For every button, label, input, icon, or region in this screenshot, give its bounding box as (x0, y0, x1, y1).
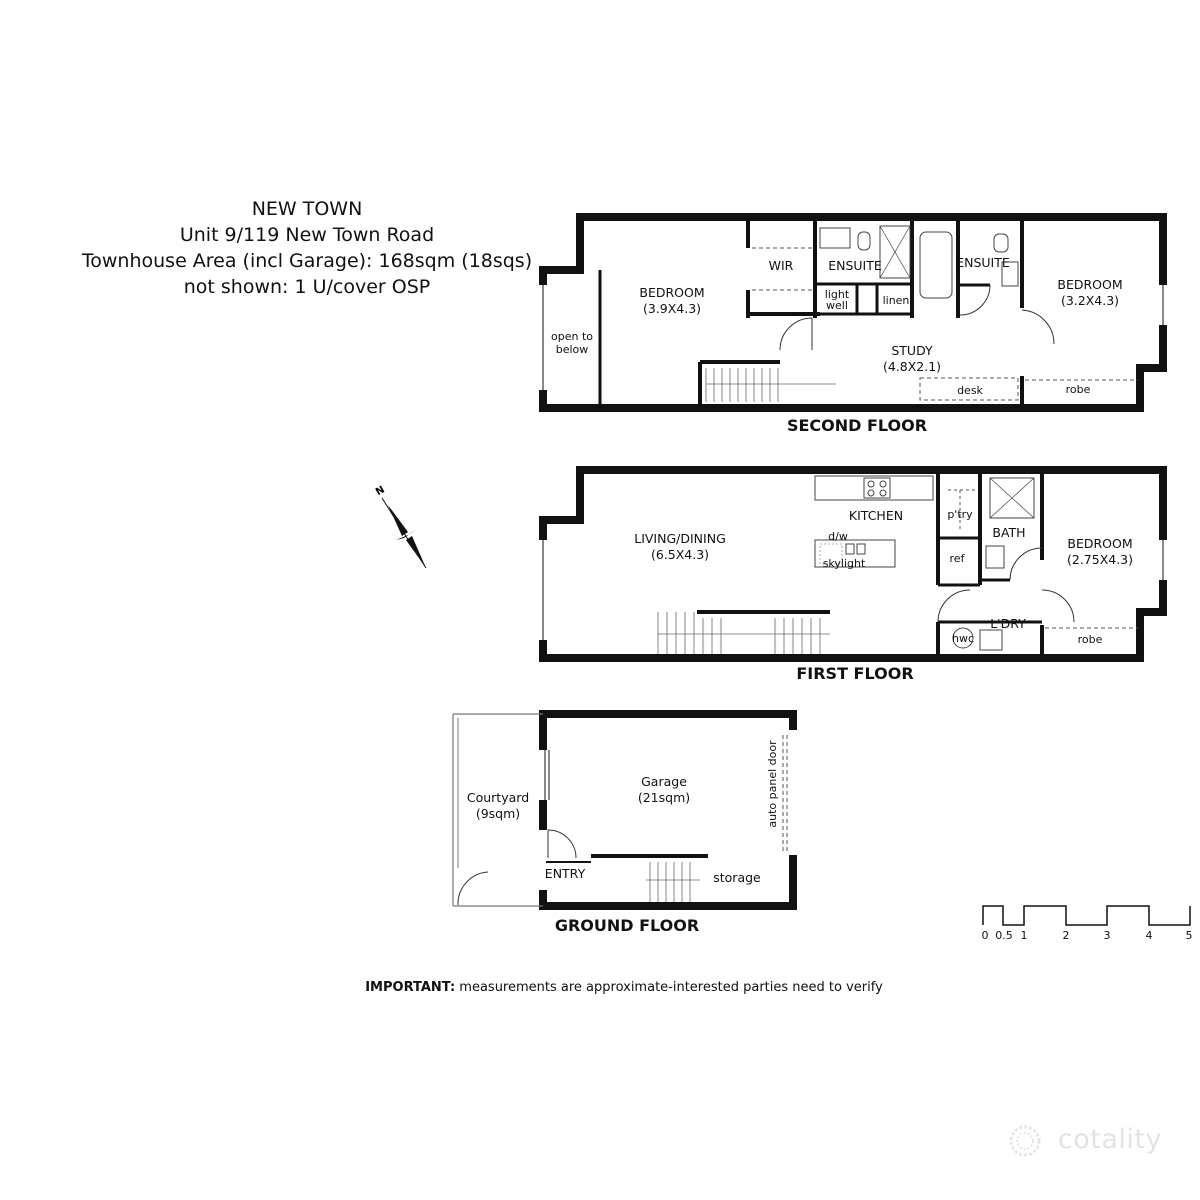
stairs (646, 862, 700, 902)
toilet (857, 231, 871, 251)
wir-label: WIR (769, 258, 794, 273)
notice-text: measurements are approximate-interested … (455, 980, 883, 995)
courtyard-size: (9sqm) (476, 806, 520, 821)
second-floor-bedroom-east-label: BEDROOM (1057, 277, 1122, 292)
study-size: (4.8X2.1) (883, 359, 941, 374)
door-swing (547, 829, 577, 859)
robe-label: robe (1066, 383, 1091, 396)
laundry-label: L'DRY (990, 616, 1026, 631)
scale-tick-3: 3 (1104, 929, 1111, 942)
shower (879, 225, 911, 279)
linen-label: linen (883, 294, 910, 307)
pantry-label: p'try (947, 508, 973, 521)
dishwasher-label: d/w (828, 530, 848, 543)
laundry-tub (979, 629, 1003, 651)
cotality-logo-icon (1009, 1125, 1041, 1157)
second-floor-bedroom-label: BEDROOM (639, 285, 704, 300)
toilet (993, 233, 1009, 253)
vanity (1001, 261, 1019, 287)
kitchen-bench (814, 475, 934, 501)
door-swing (1021, 309, 1055, 345)
compass-north-label: N (374, 484, 387, 498)
bath-label: BATH (992, 525, 1025, 540)
header-suburb: NEW TOWN (251, 198, 363, 220)
ground-floor-outer-wall (539, 855, 797, 910)
door-swing (1009, 547, 1043, 581)
door-swing (457, 871, 489, 906)
garage-size: (21sqm) (638, 790, 690, 805)
second-floor-outer-wall (539, 213, 1167, 412)
second-floor-title: SECOND FLOOR (787, 416, 927, 435)
shower (989, 477, 1035, 519)
vanity (985, 545, 1005, 569)
hwc-label: hwc (952, 632, 974, 645)
scale-tick-5: 5 (1186, 929, 1193, 942)
first-floor-bedroom-size: (2.75X4.3) (1067, 552, 1133, 567)
stairs (657, 612, 830, 654)
door-swing (959, 284, 991, 316)
living-dining-size: (6.5X4.3) (651, 547, 709, 562)
light-well-label: well (826, 299, 848, 312)
door-swing (779, 317, 813, 351)
shower (879, 225, 911, 279)
robe-label: robe (1078, 633, 1103, 646)
scale-tick-1: 1 (1021, 929, 1028, 942)
first-floor-outer-wall (539, 466, 1167, 662)
cooktop (863, 477, 891, 499)
auto-panel-door-label: auto panel door (766, 740, 779, 828)
open-to-below-label: below (556, 343, 589, 356)
kitchen-label: KITCHEN (849, 508, 903, 523)
light-well-label: light (825, 288, 850, 301)
scale-bar: 0 0.5 1 2 3 4 5 (982, 905, 1193, 942)
first-floor-title: FIRST FLOOR (796, 664, 913, 683)
header-address: Unit 9/119 New Town Road (179, 224, 435, 246)
ensuite-label: ENSUITE (828, 258, 882, 273)
ground-floor: Courtyard (9sqm) Garage (21sqm) auto pan… (452, 710, 797, 935)
north-compass: N (374, 484, 427, 569)
living-dining-label: LIVING/DINING (634, 531, 726, 546)
storage-label: storage (713, 870, 761, 885)
scale-tick-2: 2 (1063, 929, 1070, 942)
first-floor-bedroom-label: BEDROOM (1067, 536, 1132, 551)
vanity (819, 227, 851, 249)
header-not-shown: not shown: 1 U/cover OSP (183, 276, 431, 298)
stairs (705, 368, 836, 402)
sink (856, 543, 866, 555)
hot-water-cylinder (952, 627, 974, 649)
bathtub (919, 231, 953, 299)
second-floor-bedroom-size: (3.9X4.3) (643, 301, 701, 316)
door-swing (1041, 589, 1075, 623)
open-to-below-label: open to (551, 330, 593, 343)
scale-tick-0-5: 0.5 (995, 929, 1013, 942)
header-area: Townhouse Area (incl Garage): 168sqm (18… (81, 250, 533, 272)
door-swing (937, 589, 971, 623)
first-floor: LIVING/DINING (6.5X4.3) KITCHEN d/w skyl… (539, 466, 1167, 683)
scale-tick-0: 0 (982, 929, 989, 942)
second-floor-bedroom-east-size: (3.2X4.3) (1061, 293, 1119, 308)
scale-tick-4: 4 (1146, 929, 1153, 942)
sink (845, 543, 855, 555)
garage-label: Garage (641, 774, 687, 789)
ground-floor-outer-wall (539, 710, 797, 750)
courtyard-label: Courtyard (467, 790, 529, 805)
second-floor: BEDROOM (3.9X4.3) WIR ENSUITE ENSUITE li… (539, 213, 1167, 435)
ground-floor-title: GROUND FLOOR (555, 916, 699, 935)
measurement-notice: IMPORTANT: measurements are approximate-… (0, 980, 1200, 995)
skylight-label: skylight (823, 557, 866, 570)
ensuite-label: ENSUITE (956, 255, 1010, 270)
fridge-label: ref (950, 552, 966, 565)
kitchen-island (814, 539, 896, 568)
study-label: STUDY (891, 343, 933, 358)
shower (989, 477, 1035, 519)
skylight (819, 543, 843, 565)
study-desk (919, 377, 1019, 401)
desk-label: desk (957, 384, 983, 397)
notice-bold: IMPORTANT: (365, 980, 456, 995)
watermark-brand: cotality (1057, 1124, 1162, 1155)
entry-label: ENTRY (545, 866, 586, 881)
